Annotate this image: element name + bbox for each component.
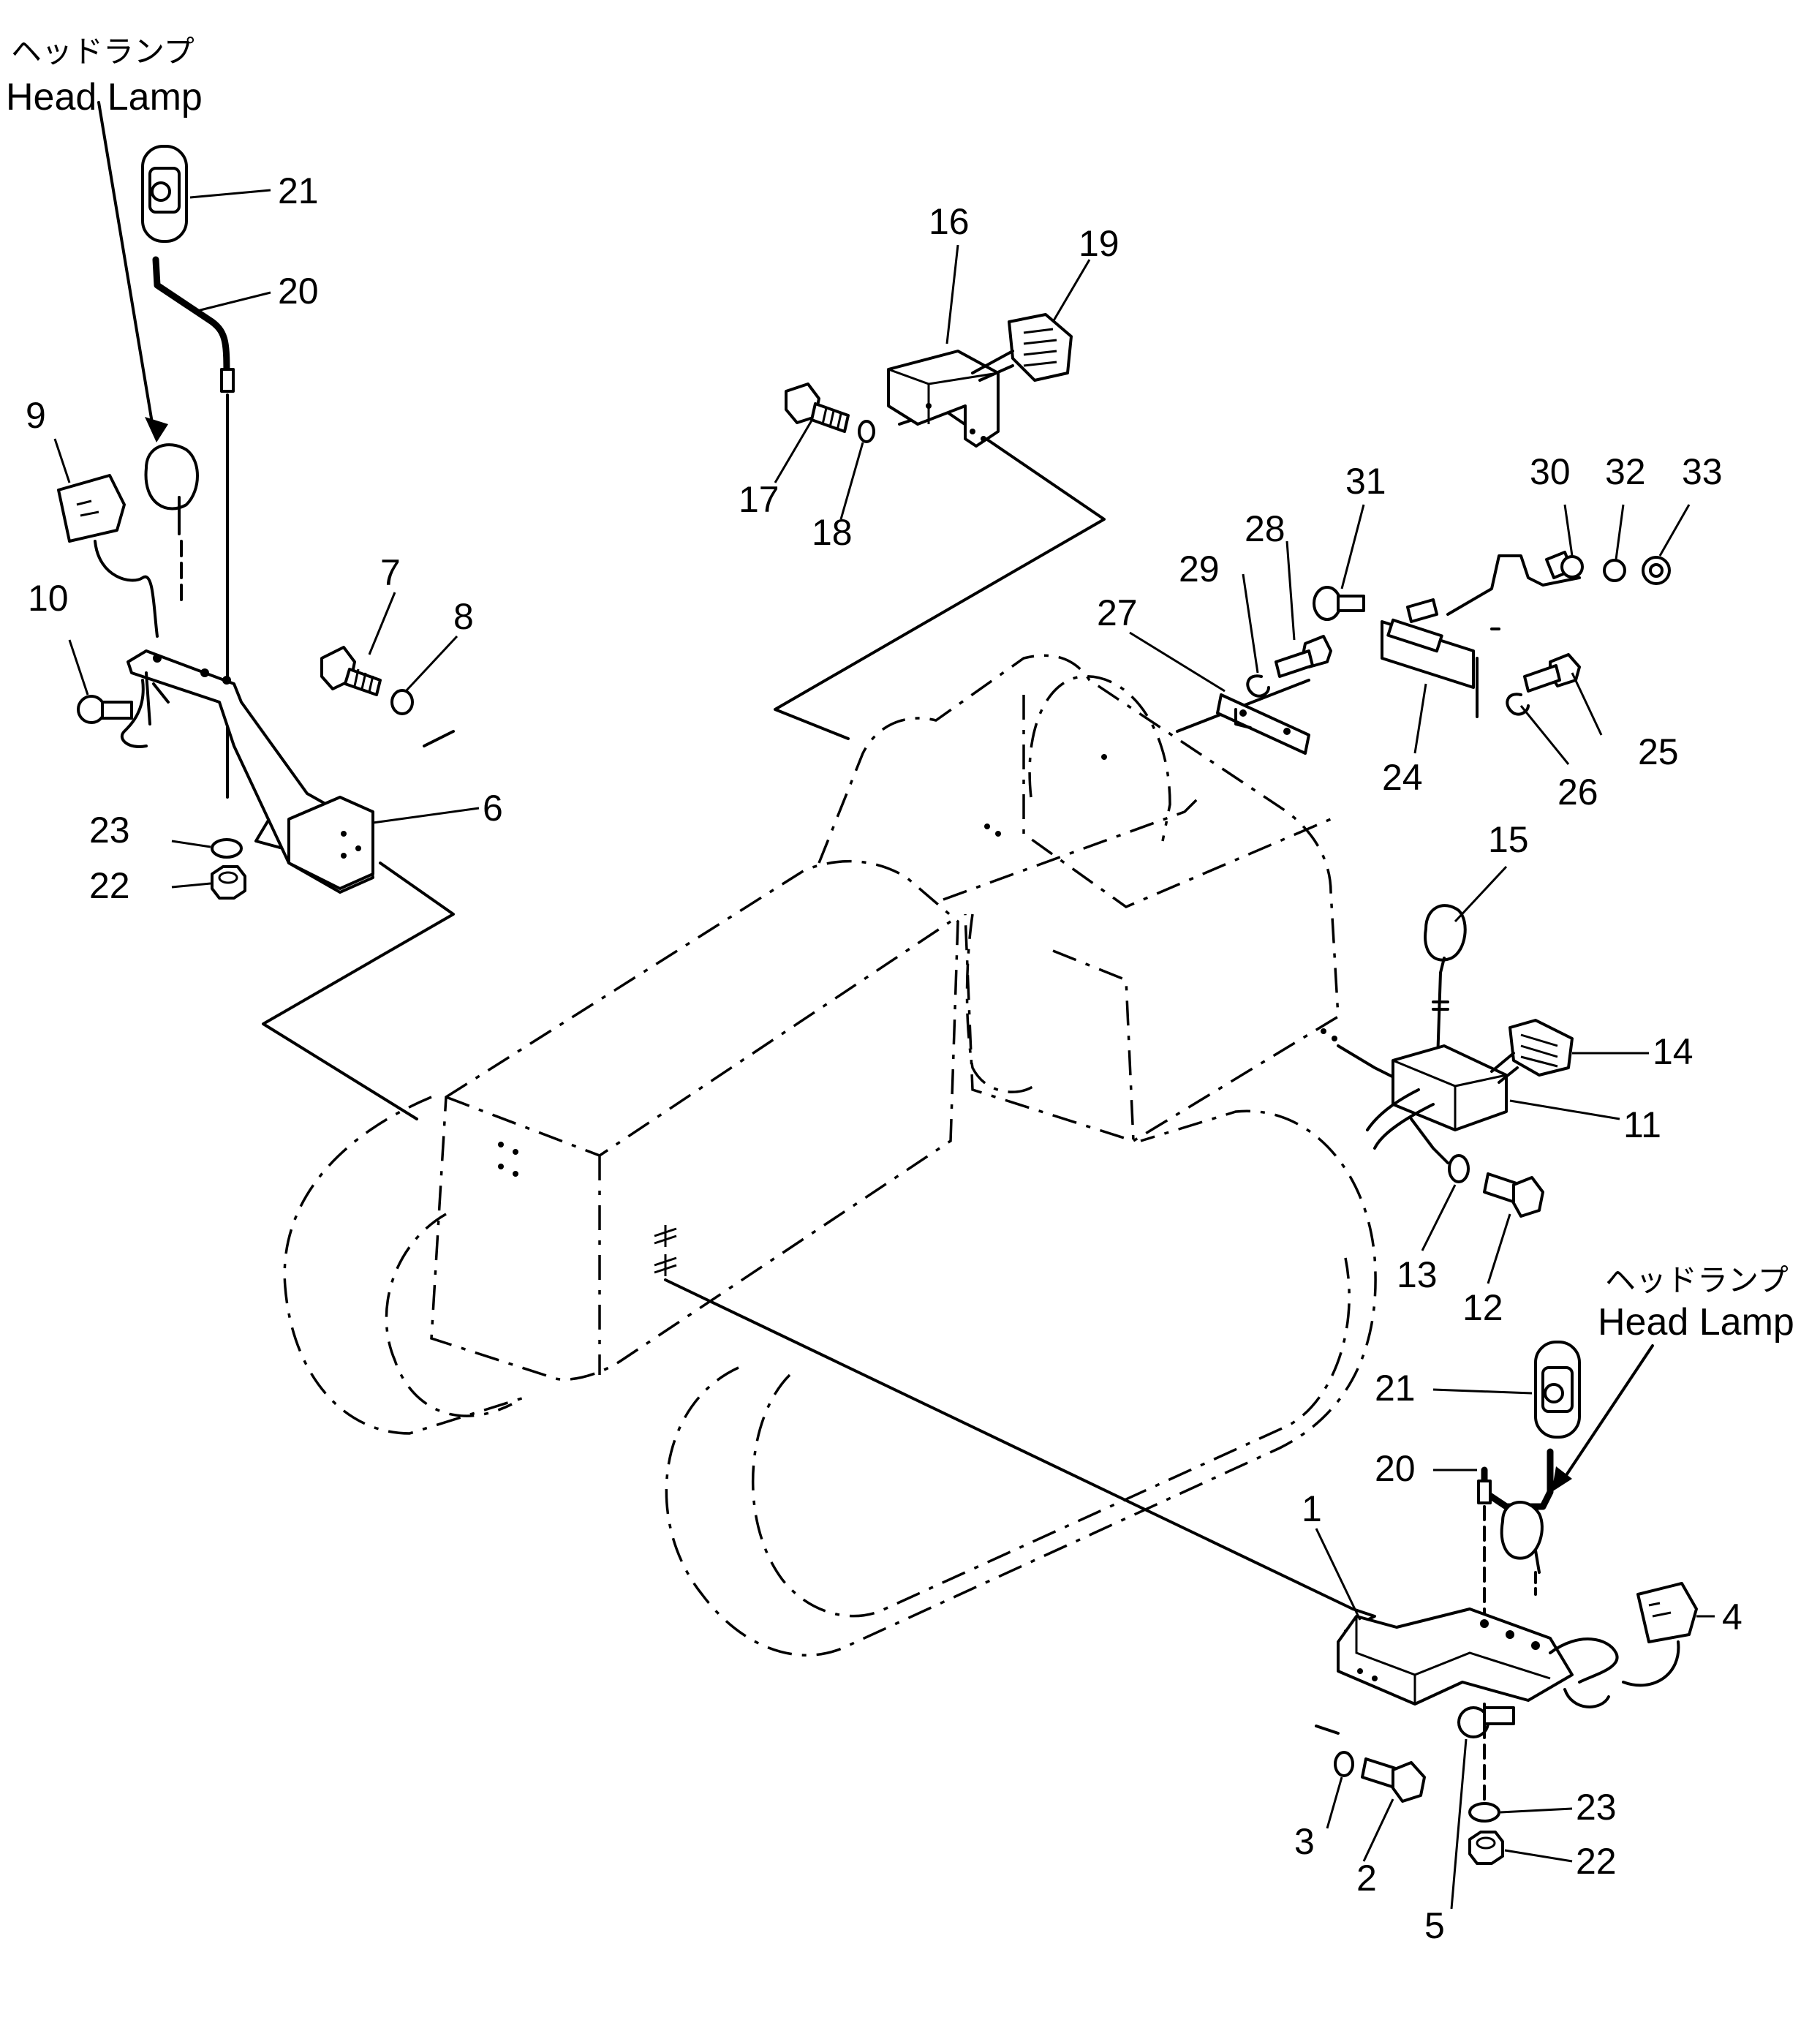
part-head-lamp-right — [1500, 1501, 1544, 1574]
right-track — [665, 1109, 1377, 1657]
part-31-bolt — [1313, 586, 1365, 621]
part-29-ring — [1246, 674, 1270, 698]
part-7-bolt — [320, 646, 382, 696]
callout-8: 8 — [453, 596, 474, 637]
part-32-ring — [1603, 559, 1626, 582]
callout-9: 9 — [26, 395, 46, 436]
callout-29: 29 — [1179, 549, 1220, 589]
callout-26: 26 — [1557, 772, 1598, 813]
part-19-lamp — [971, 313, 1073, 382]
callout-16: 16 — [929, 201, 970, 242]
callout-14: 14 — [1653, 1031, 1693, 1072]
cab-lamp-assembly — [785, 313, 1073, 448]
callout-4: 4 — [1722, 1597, 1742, 1637]
callout-25: 25 — [1638, 731, 1679, 772]
part-9-work-lamp — [57, 474, 159, 638]
part-20-rod — [152, 256, 230, 384]
head-lamp-label-jp: ヘッドランプ — [1605, 1262, 1789, 1298]
part-27-plate — [1216, 693, 1310, 755]
callout-6: 6 — [483, 788, 503, 829]
part-10-switch — [77, 695, 133, 724]
part-12-bolt — [1483, 1172, 1544, 1218]
side-lamp-assembly — [1366, 904, 1574, 1218]
callout-11: 11 — [1623, 1104, 1661, 1145]
callout-31: 31 — [1345, 461, 1386, 502]
callout-27: 27 — [1097, 592, 1138, 633]
part-20-rod-right — [1481, 1448, 1554, 1510]
part-21-lens-cover — [141, 145, 188, 243]
callout-22: 22 — [89, 865, 130, 906]
part-18-washer — [858, 420, 875, 443]
head-lamp-label-en: Head Lamp — [1598, 1301, 1794, 1343]
callout-21-right: 21 — [1375, 1368, 1416, 1409]
operator-cab — [818, 654, 1340, 1142]
callout-7: 7 — [380, 552, 401, 593]
callout-3: 3 — [1294, 1821, 1315, 1862]
head-lamp-label-right: ヘッドランプ Head Lamp — [1598, 1262, 1794, 1343]
part-21-lens-cover-right — [1534, 1341, 1581, 1439]
part-head-lamp-left — [144, 443, 199, 535]
callout-18: 18 — [812, 512, 853, 553]
mounting-holes — [498, 754, 1337, 1177]
callout-28: 28 — [1245, 508, 1285, 549]
part-3-washer — [1334, 1751, 1354, 1777]
callout-32: 32 — [1605, 451, 1646, 492]
part-13-washer — [1448, 1154, 1470, 1183]
part-5-switch — [1457, 1706, 1515, 1738]
callout-leaders — [53, 189, 1715, 1910]
callout-22-right: 22 — [1576, 1841, 1617, 1882]
part-30-socket — [1545, 551, 1584, 579]
left-track — [283, 1096, 527, 1435]
callout-12: 12 — [1462, 1287, 1503, 1328]
callout-13: 13 — [1397, 1254, 1438, 1295]
part-22-nut — [211, 865, 246, 900]
part-4-work-lamp — [1622, 1582, 1698, 1687]
part-23-washer-right — [1468, 1802, 1500, 1823]
callout-30: 30 — [1530, 451, 1571, 492]
callout-19: 19 — [1079, 223, 1119, 264]
part-24-bracket — [1381, 598, 1475, 689]
part-14-lamp — [1490, 1019, 1574, 1084]
part-23-washer — [211, 838, 243, 859]
head-lamp-label-en: Head Lamp — [6, 76, 203, 118]
callout-5: 5 — [1424, 1905, 1445, 1946]
part-15-lamp — [1424, 904, 1467, 1084]
engine-hood — [430, 859, 959, 1381]
callout-15: 15 — [1488, 819, 1529, 860]
callout-20: 20 — [278, 271, 319, 312]
callout-20-right: 20 — [1375, 1448, 1416, 1489]
callout-2: 2 — [1356, 1858, 1377, 1899]
right-lamp-assembly — [1334, 1341, 1698, 1865]
part-1-bracket — [1337, 1608, 1619, 1708]
part-33-washer — [1642, 556, 1671, 585]
callout-24: 24 — [1382, 757, 1423, 798]
part-28-bolt — [1275, 635, 1332, 678]
seat-back — [1028, 675, 1171, 842]
callout-17: 17 — [739, 479, 779, 520]
callout-23-right: 23 — [1576, 1787, 1617, 1828]
part-16-bracket — [887, 350, 1000, 448]
callout-numbers: 21 20 9 10 7 8 6 23 22 16 19 17 18 27 29… — [26, 170, 1742, 1946]
part-6-bracket — [120, 649, 374, 894]
callout-10: 10 — [28, 578, 69, 619]
head-lamp-label-jp: ヘッドランプ — [11, 34, 195, 69]
callout-23: 23 — [89, 810, 130, 851]
left-lamp-assembly — [57, 101, 414, 900]
front-bracket-marks — [654, 1225, 677, 1276]
part-26-ring — [1506, 693, 1530, 716]
part-8-washer — [390, 689, 414, 715]
part-2-bolt — [1361, 1757, 1426, 1803]
callout-1: 1 — [1302, 1488, 1322, 1529]
machine-body — [283, 654, 1377, 1657]
part-17-bolt — [785, 382, 850, 433]
callout-33: 33 — [1682, 451, 1723, 492]
callout-21: 21 — [278, 170, 319, 211]
head-lamp-label-left: ヘッドランプ Head Lamp — [6, 34, 203, 118]
part-22-nut-right — [1468, 1831, 1504, 1865]
part-25-bolt — [1523, 653, 1581, 693]
rear-plate-assembly — [1216, 551, 1671, 755]
